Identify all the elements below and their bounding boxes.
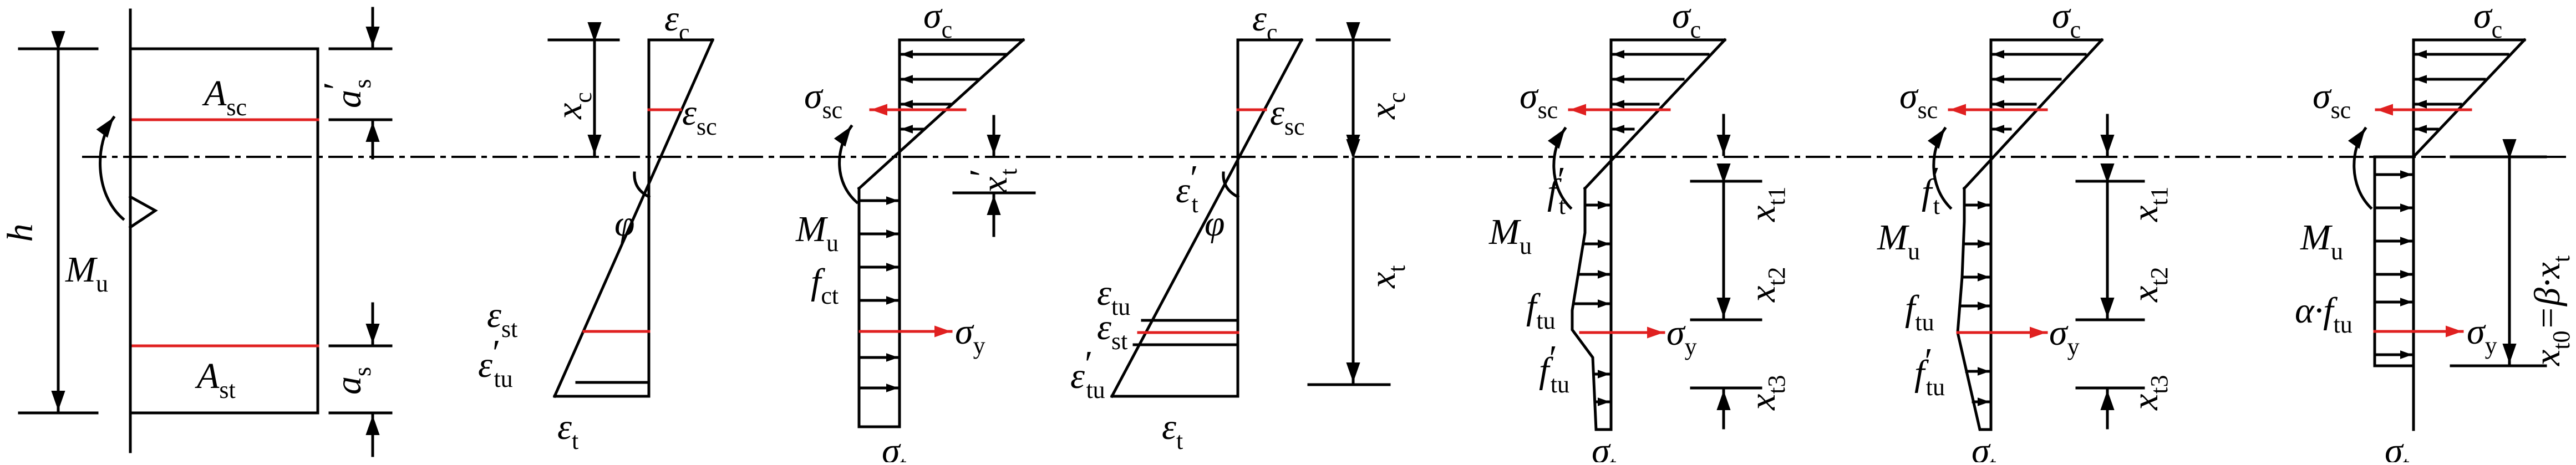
stress3-hyp [1962,38,2104,191]
label-eps-tu-prime-1: ε′tu [478,333,513,392]
label-sigma-y-2: σy [1666,313,1697,360]
label-sigma-t-4: σt [2385,431,2410,462]
label-fct: fct [811,262,839,309]
stress4-tension [2373,155,2415,367]
label-Mu-1: Mu [795,209,839,257]
label-sigma-c-1: σc [923,0,952,43]
stress1-moment [834,124,859,205]
label-sigma-sc-1: σsc [804,76,842,124]
label-ftu-2: ftu [1526,287,1556,334]
label-ftu-prime-2: f′tu [1539,338,1569,398]
label-ft-prime-3: f′t [1922,160,1940,219]
strain1-hyp [552,38,715,398]
label-Mu-3: Mu [1877,217,1920,265]
label-sigma-y-3: σy [2049,313,2080,360]
label-eps-tu-prime-2: ε′tu [1070,344,1105,403]
stress2-tension [1571,187,1613,431]
label-eps-st-1: εst [487,295,517,343]
label-phi-1: φ [614,203,635,244]
label-xc-1: xc [549,92,597,120]
label-xt1-2: xt1 [1742,186,1790,222]
label-h: h [0,224,40,242]
label-sigma-sc-4: σsc [2313,76,2351,124]
stress-diagram-2 [1547,38,1762,431]
break-symbol [128,195,158,229]
label-xc-2: xc [1363,92,1410,120]
label-xt1-3: xt1 [2125,186,2173,222]
cross-section [18,7,393,457]
label-Mu-4: Mu [2300,217,2343,265]
label-as-bot: as [328,367,376,395]
label-sigma-y-4: σy [2467,311,2497,359]
label-eps-sc-1: εsc [682,93,717,140]
label-sigma-sc-2: σsc [1520,76,1558,124]
label-sigma-c-4: σc [2473,0,2502,43]
label-xt-prime: x′t [962,168,1022,193]
label-sigma-t-3: σt [1972,431,1996,462]
label-ftu-prime-3: f′tu [1914,341,1945,401]
label-as-top: a′s [316,79,376,108]
stress3-moment [1927,126,1953,210]
moment-arrow [96,115,125,221]
label-xt-2: xt [1363,265,1410,289]
label-Asc: Asc [202,73,247,121]
stress1-tension [857,187,901,428]
label-xt0: xt0=β·xt [2527,256,2575,366]
stress-diagram-3 [1927,38,2145,431]
stress4-moment [2348,126,2373,210]
label-ftu-3: ftu [1905,288,1934,336]
label-xt3-3: xt3 [2125,375,2173,411]
label-eps-t-prime-2: ε′t [1176,158,1198,218]
label-eps-c-2: εc [1252,0,1278,46]
label-eps-t-2: εt [1162,407,1183,454]
stress-diagram-4 [2348,38,2547,431]
label-sigma-t-2: σt [1592,431,1617,462]
label-sigma-t-1: σt [882,431,907,462]
label-sigma-c-3: σc [2052,0,2081,43]
label-xt2-2: xt2 [1742,267,1790,303]
label-eps-sc-2: εsc [1270,93,1305,140]
phi-arc-1 [633,171,651,199]
phi-arc-2 [1222,171,1240,199]
stress-diagram-1 [834,38,1036,428]
label-Ast: Ast [195,356,236,403]
label-ft-prime-2: f′t [1547,160,1566,219]
label-sigma-sc-3: σsc [1899,76,1938,124]
label-eps-t-1: εt [557,407,578,454]
label-eps-c-1: εc [664,0,690,46]
label-eps-tu-2: εtu [1097,273,1130,320]
stress2-moment [1547,126,1573,210]
label-eps-st-2: εst [1097,307,1127,355]
label-Mu: Mu [65,249,108,297]
label-sigma-c-2: σc [1672,0,1701,43]
label-xt3-2: xt3 [1742,375,1790,411]
stress2-hyp [1583,38,1727,191]
label-Mu-2: Mu [1488,212,1532,259]
strain-diagram-1 [547,22,715,398]
label-alpha-ftu: α·ftu [2295,290,2353,338]
label-xt2-3: xt2 [2125,267,2173,303]
stress1-hyp [857,38,1025,191]
strain-diagram-2 [1110,22,1391,398]
stress4-hyp [2411,38,2527,159]
label-phi-2: φ [1205,203,1225,244]
label-sigma-y-1: σy [955,311,985,359]
stress3-tension [1956,187,1993,431]
strain2-hyp [1110,38,1304,398]
